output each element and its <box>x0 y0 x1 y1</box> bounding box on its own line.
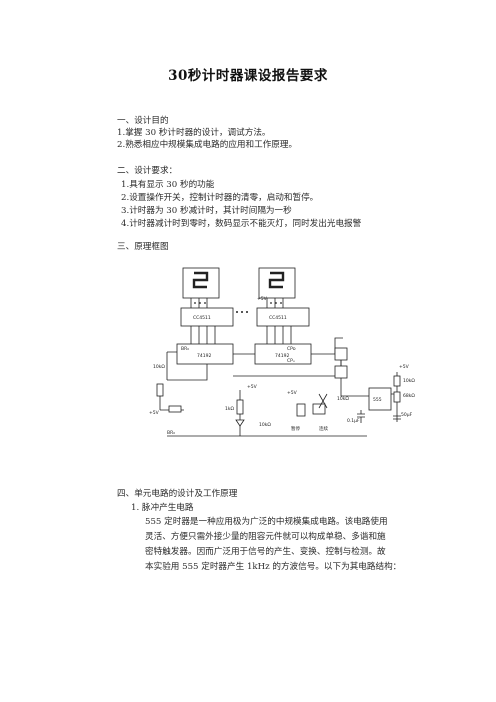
svg-text:10kΩ: 10kΩ <box>259 422 271 428</box>
decoder-chip-left: CC4511 <box>180 307 234 327</box>
svg-text:CC4511: CC4511 <box>193 315 211 321</box>
seven-segment-display-left <box>182 267 220 304</box>
requirement-item: 4.计时器减计时到零时，数码显示不能灭灯，同时发出光电报警 <box>121 219 362 229</box>
svg-text:555: 555 <box>373 397 382 403</box>
page-title: 30秒计时器课设报告要求 <box>168 68 328 84</box>
svg-text:暂停: 暂停 <box>291 425 300 432</box>
paragraph-line: 密特触发器。因而广泛用于信号的产生、变换、控制与检测。故 <box>145 547 386 557</box>
svg-text:1kΩ: 1kΩ <box>225 406 234 412</box>
svg-text:BR₀: BR₀ <box>167 430 175 436</box>
subsection-heading-pulse: 1. 脉冲产生电路 <box>131 503 194 513</box>
section-heading-requirements: 二、设计要求： <box>117 166 178 176</box>
seven-segment-display-right <box>258 267 296 304</box>
counter-chip-right: 74192 CPᴅ CPᵤ <box>254 343 312 365</box>
svg-text:0.1μF: 0.1μF <box>347 418 360 424</box>
svg-text:10kΩ: 10kΩ <box>403 378 415 384</box>
svg-text:10kΩ: 10kΩ <box>153 364 165 370</box>
svg-text:+5V: +5V <box>149 410 160 416</box>
requirement-item: 3.计时器为 30 秒减计时，其计时间隔为一秒 <box>121 206 292 216</box>
paragraph-line: 本实验用 555 定时器产生 1kHz 的方波信号。以下为其电路结构： <box>145 562 402 572</box>
svg-text:+5V: +5V <box>257 296 268 302</box>
svg-text:CPᵤ: CPᵤ <box>287 358 295 364</box>
requirement-item: 1.具有显示 30 秒的功能 <box>121 180 215 190</box>
circuit-diagram: CC4511 CC4511 +5V 74192 BR₀ 74192 CPᴅ CP… <box>147 264 431 442</box>
decoder-chip-right: CC4511 <box>256 307 310 327</box>
svg-text:CPᴅ: CPᴅ <box>287 346 296 352</box>
svg-text:68kΩ: 68kΩ <box>403 393 415 399</box>
svg-text:74192: 74192 <box>275 353 289 359</box>
svg-text:CC4511: CC4511 <box>269 315 287 321</box>
purpose-item: 2.熟悉相应中规模集成电路的应用和工作原理。 <box>117 140 298 150</box>
svg-text:74192: 74192 <box>197 353 211 359</box>
paragraph-line: 555 定时器是一种应用极为广泛的中规模集成电路。该电路使用 <box>145 517 388 527</box>
svg-text:连续: 连续 <box>319 425 328 432</box>
section-heading-diagram: 三、原理框图 <box>117 242 169 252</box>
purpose-item: 1.掌握 30 秒计时器的设计，调试方法。 <box>117 128 271 138</box>
svg-text:+5V: +5V <box>399 364 410 370</box>
svg-text:BR₀: BR₀ <box>181 346 189 352</box>
svg-text:10kΩ: 10kΩ <box>337 396 349 402</box>
section-heading-purpose: 一、设计目的 <box>117 116 169 126</box>
section-heading-units: 四、单元电路的设计及工作原理 <box>117 489 238 499</box>
svg-text:+5V: +5V <box>287 390 298 396</box>
paragraph-line: 灵活、方便只需外接少量的阻容元件就可以构成单稳、多谐和施 <box>145 532 386 542</box>
counter-chip-left: 74192 BR₀ <box>176 343 234 365</box>
requirement-item: 2.设置操作开关，控制计时器的清零，启动和暂停。 <box>121 193 319 203</box>
svg-text:50μF: 50μF <box>401 412 413 418</box>
timer-555-chip: 555 <box>368 387 392 411</box>
svg-text:+5V: +5V <box>247 384 258 390</box>
